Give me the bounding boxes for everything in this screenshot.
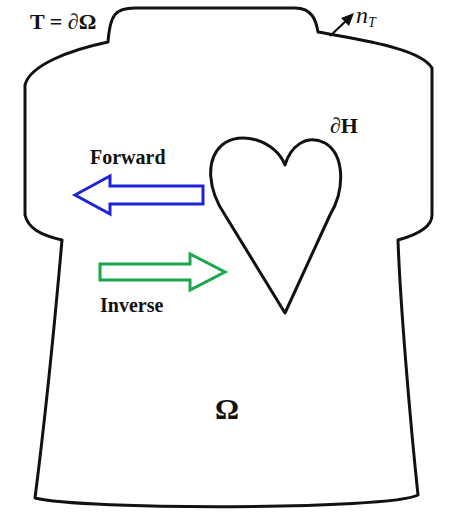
domain-label: Ω xyxy=(215,392,239,425)
inverse-label: Inverse xyxy=(100,294,163,316)
inverse-block-arrow xyxy=(100,254,225,290)
heart-boundary-label: ∂H xyxy=(330,114,358,138)
torso-region-path xyxy=(25,8,432,507)
boundary-label: T = ∂Ω xyxy=(30,10,96,34)
forward-label: Forward xyxy=(90,146,166,168)
heart-outline: ∂H xyxy=(205,110,355,320)
forward-block-arrow xyxy=(75,176,203,214)
normal-vector-head xyxy=(341,13,354,26)
heart-outline-shape xyxy=(205,110,355,320)
heart-outline-path xyxy=(211,138,341,313)
normal-symbol: n xyxy=(356,2,368,28)
normal-subscript: T xyxy=(368,15,376,30)
